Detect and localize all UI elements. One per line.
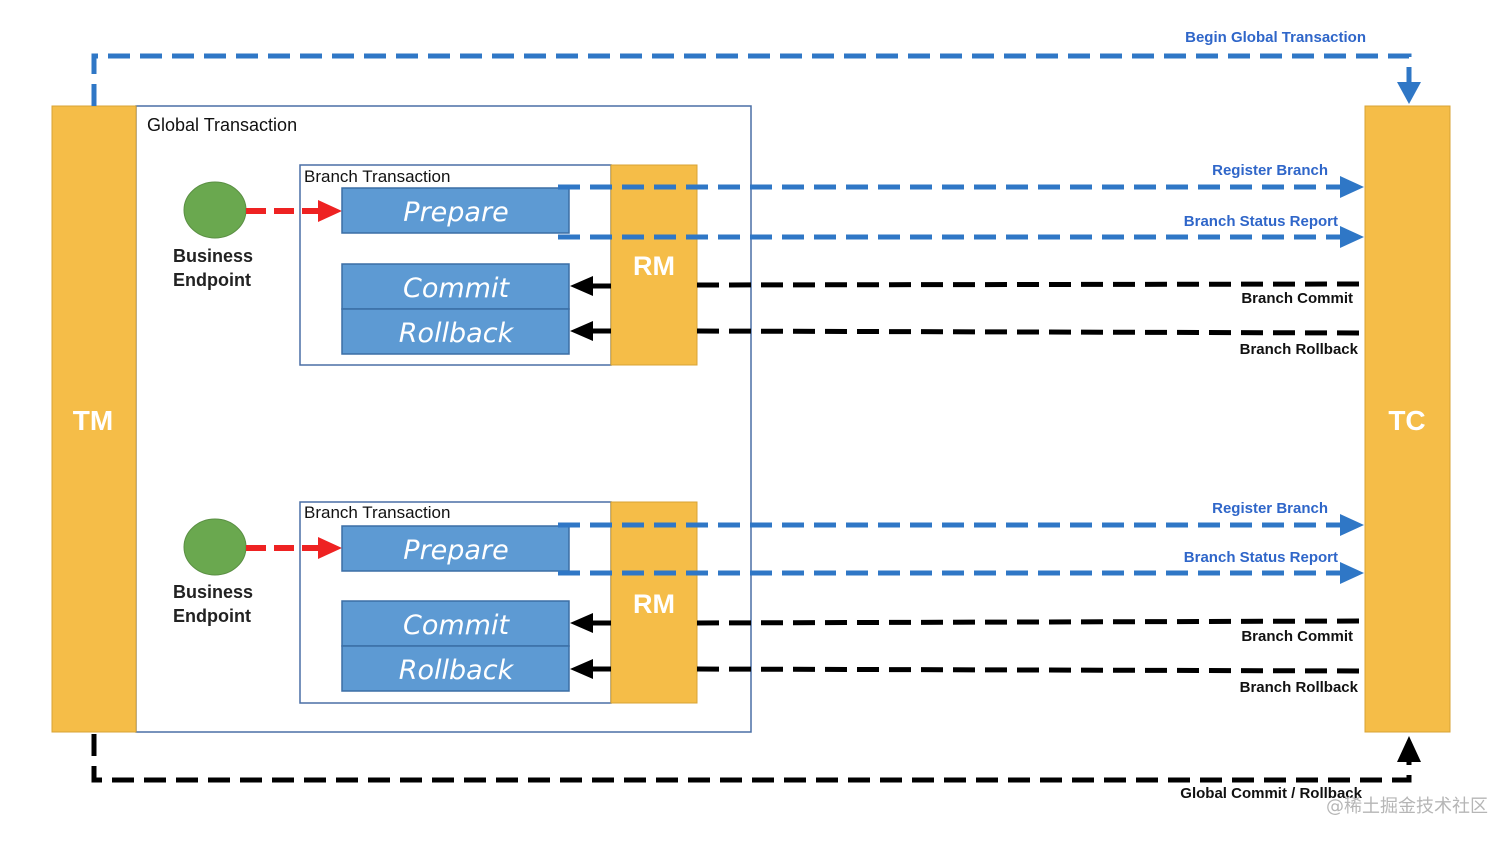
branch-rollback-line: [696, 328, 1366, 336]
rm-box: [610, 164, 698, 366]
register-branch-label: Register Branch: [1212, 500, 1328, 517]
branch-group-2: Branch Transaction Business Endpoint Pre…: [173, 500, 1366, 704]
rollback-label: Rollback: [399, 655, 515, 686]
rm-box: [610, 501, 698, 704]
commit-label: Commit: [403, 610, 510, 641]
endpoint-to-prepare-arrowhead: [318, 537, 342, 559]
global-commit-arrow: [91, 734, 1412, 783]
branch-commit-label: Branch Commit: [1241, 628, 1353, 645]
business-endpoint-node: [183, 181, 247, 239]
watermark-text: @稀土掘金技术社区: [1326, 796, 1488, 817]
branch-group-1: Branch Transaction Business Endpoint Pre…: [173, 162, 1366, 366]
branch-status-label: Branch Status Report: [1184, 549, 1338, 566]
business-endpoint-label-1: Business: [173, 246, 253, 266]
tm-bar: [51, 105, 137, 733]
rollback-box: [341, 308, 570, 355]
business-endpoint-label-2: Endpoint: [173, 270, 251, 290]
branch-transaction-title: Branch Transaction: [304, 167, 450, 186]
rollback-label: Rollback: [399, 318, 515, 349]
tm-label: TM: [73, 405, 113, 436]
rm-label: RM: [633, 251, 675, 281]
rm-to-rollback-arrowhead: [570, 659, 593, 679]
commit-label: Commit: [403, 273, 510, 304]
business-endpoint-node: [183, 518, 247, 576]
branch-rollback-label: Branch Rollback: [1240, 679, 1359, 696]
branch-rollback-line: [696, 666, 1366, 674]
branch-transaction-title: Branch Transaction: [304, 503, 450, 522]
business-endpoint-label-1: Business: [173, 582, 253, 602]
commit-box: [341, 600, 570, 647]
prepare-box: [341, 525, 570, 572]
rm-to-commit-arrowhead: [570, 276, 593, 296]
rollback-box: [341, 645, 570, 692]
global-commit-label: Global Commit / Rollback: [1180, 785, 1362, 802]
business-endpoint-label-2: Endpoint: [173, 606, 251, 626]
begin-global-arrow: [91, 53, 1412, 106]
branch-status-arrowhead: [1340, 562, 1364, 584]
register-branch-label: Register Branch: [1212, 162, 1328, 179]
branch-commit-line: [696, 281, 1366, 288]
branch-commit-line: [696, 618, 1366, 626]
prepare-label: Prepare: [403, 535, 508, 566]
register-branch-arrowhead: [1340, 514, 1364, 536]
global-commit-arrowhead: [1397, 736, 1421, 762]
tc-bar: [1364, 105, 1451, 733]
prepare-box: [341, 187, 570, 234]
prepare-label: Prepare: [403, 197, 508, 228]
begin-global-label: Begin Global Transaction: [1185, 29, 1366, 46]
rm-to-rollback-arrowhead: [570, 321, 593, 341]
branch-rollback-label: Branch Rollback: [1240, 341, 1359, 358]
rm-to-commit-arrowhead: [570, 613, 593, 633]
register-branch-arrowhead: [1340, 176, 1364, 198]
branch-status-arrowhead: [1340, 226, 1364, 248]
branch-commit-label: Branch Commit: [1241, 290, 1353, 307]
global-transaction-label: Global Transaction: [147, 115, 297, 135]
branch-status-label: Branch Status Report: [1184, 213, 1338, 230]
rm-label: RM: [633, 589, 675, 619]
tc-label: TC: [1388, 405, 1425, 436]
begin-global-arrowhead: [1397, 82, 1421, 104]
commit-box: [341, 263, 570, 310]
endpoint-to-prepare-arrowhead: [318, 200, 342, 222]
